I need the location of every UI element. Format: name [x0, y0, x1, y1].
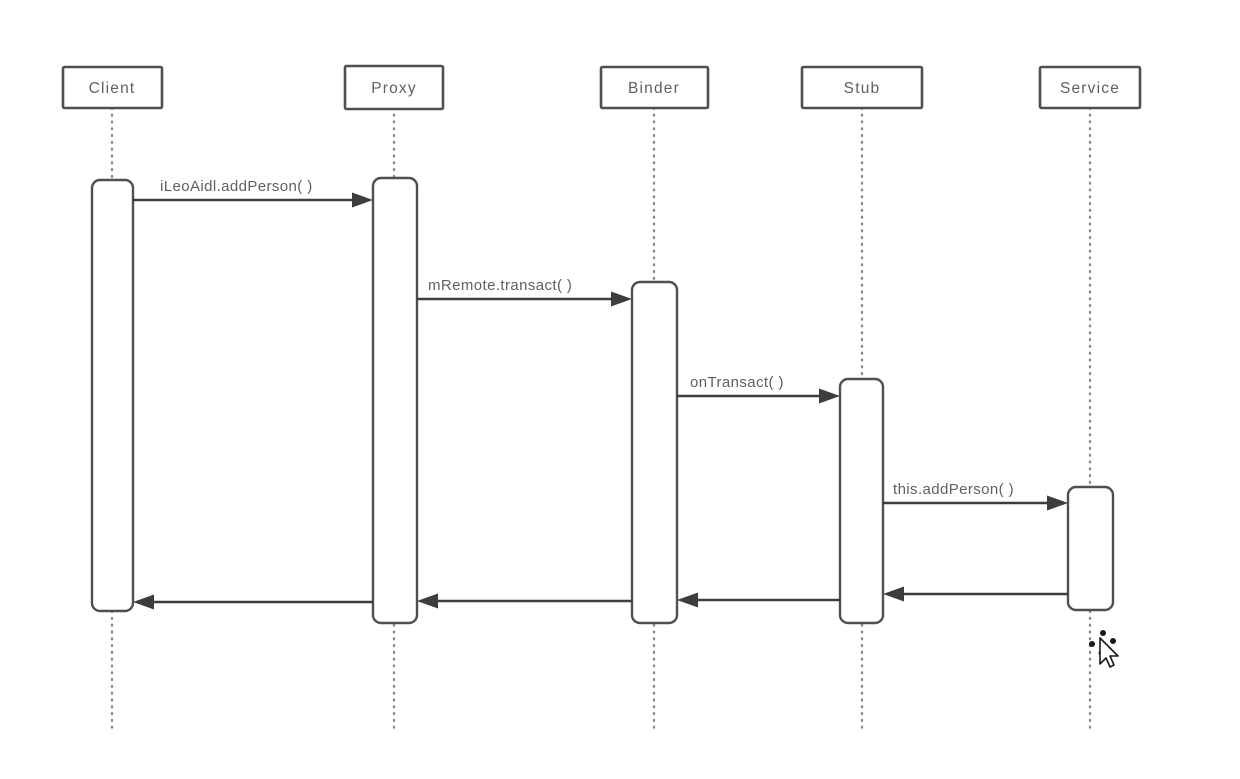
message-label: onTransact( ): [690, 374, 784, 391]
activation-bar-client: [90, 178, 135, 613]
message-label: this.addPerson( ): [893, 481, 1014, 498]
arrowhead-icon: [1047, 495, 1068, 511]
participant-label-service: Service: [1060, 80, 1120, 97]
return-message-proxy-to-client: [133, 594, 373, 610]
participant-label-client: Client: [89, 80, 136, 97]
return-message-binder-to-proxy: [417, 593, 632, 609]
cursor-dot-top: [1100, 630, 1106, 636]
participant-box-proxy: [343, 64, 445, 111]
arrowhead-icon: [883, 586, 904, 602]
participant-box-client: [61, 65, 164, 110]
return-message-service-to-stub: [883, 586, 1068, 602]
activation-bar-binder: [630, 280, 679, 625]
activation-bar-service: [1066, 485, 1115, 612]
mouse-cursor-icon: [1089, 630, 1119, 668]
message-label: iLeoAidl.addPerson( ): [160, 178, 313, 195]
participant-box-service: [1038, 65, 1142, 110]
message-stub-to-service: this.addPerson( ): [883, 481, 1068, 511]
activation-bar-stub: [838, 377, 885, 625]
arrowhead-icon: [133, 594, 154, 610]
participant-label-proxy: Proxy: [371, 80, 417, 97]
arrowhead-icon: [819, 388, 840, 404]
cursor-dot-left: [1089, 641, 1095, 647]
cursor-dot-right: [1110, 638, 1116, 644]
message-proxy-to-binder: mRemote.transact( ): [417, 277, 632, 307]
participant-label-binder: Binder: [628, 80, 680, 97]
participant-box-binder: [599, 65, 710, 110]
return-message-stub-to-binder: [677, 592, 840, 608]
arrowhead-icon: [352, 192, 373, 208]
message-client-to-proxy: iLeoAidl.addPerson( ): [133, 178, 373, 208]
cursor-arrow: [1099, 637, 1119, 668]
participant-label-stub: Stub: [844, 80, 881, 97]
message-label: mRemote.transact( ): [428, 277, 572, 294]
arrowhead-icon: [611, 291, 632, 307]
arrowhead-icon: [677, 592, 698, 608]
participant-box-stub: [800, 65, 924, 110]
message-binder-to-stub: onTransact( ): [677, 374, 840, 404]
arrowhead-icon: [417, 593, 438, 609]
activation-bar-proxy: [371, 176, 419, 625]
